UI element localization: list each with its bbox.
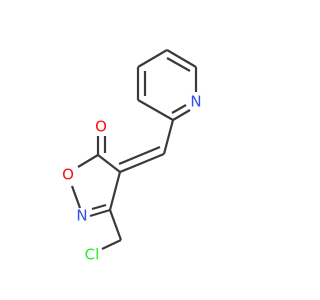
bond-c3-ch2 xyxy=(108,209,123,241)
bond-c3-c4 xyxy=(108,171,122,211)
bond-pyr-c5-c6-inner xyxy=(166,57,191,72)
bond-pyr-n-c2 xyxy=(172,109,191,121)
chloromethyl-group xyxy=(101,209,123,250)
atom-label-cl: Cl xyxy=(85,246,100,264)
bond-n2-c3-inner xyxy=(91,203,107,211)
bond-methine-c4 xyxy=(119,152,165,174)
bond-pyr-c4-c5 xyxy=(137,49,168,68)
bond-pyr-n-c2-inner xyxy=(171,104,187,114)
methylidene-linker xyxy=(118,119,175,174)
bond-c2-methine xyxy=(162,119,175,155)
isoxazolone-ring xyxy=(70,136,122,218)
bond-pyr-c2-c3 xyxy=(137,99,174,121)
bond-c5-o1 xyxy=(77,154,99,168)
atom-label-n-ring: N xyxy=(76,207,87,225)
bond-c4-c5 xyxy=(97,154,121,173)
bond-n2-c3 xyxy=(89,208,111,218)
atom-label-o-carbonyl: O xyxy=(95,118,107,136)
molecule-structure: O O N N Cl xyxy=(62,49,202,264)
pyridine-ring xyxy=(136,49,198,121)
atom-label-o-ring: O xyxy=(62,166,74,184)
atom-label-n-pyridine: N xyxy=(190,93,201,111)
bond-methine-c4-inner xyxy=(118,145,161,166)
bond-ch2-cl xyxy=(101,239,122,250)
bond-pyr-c5-c6 xyxy=(166,49,197,68)
bond-o1-n2 xyxy=(70,185,82,209)
